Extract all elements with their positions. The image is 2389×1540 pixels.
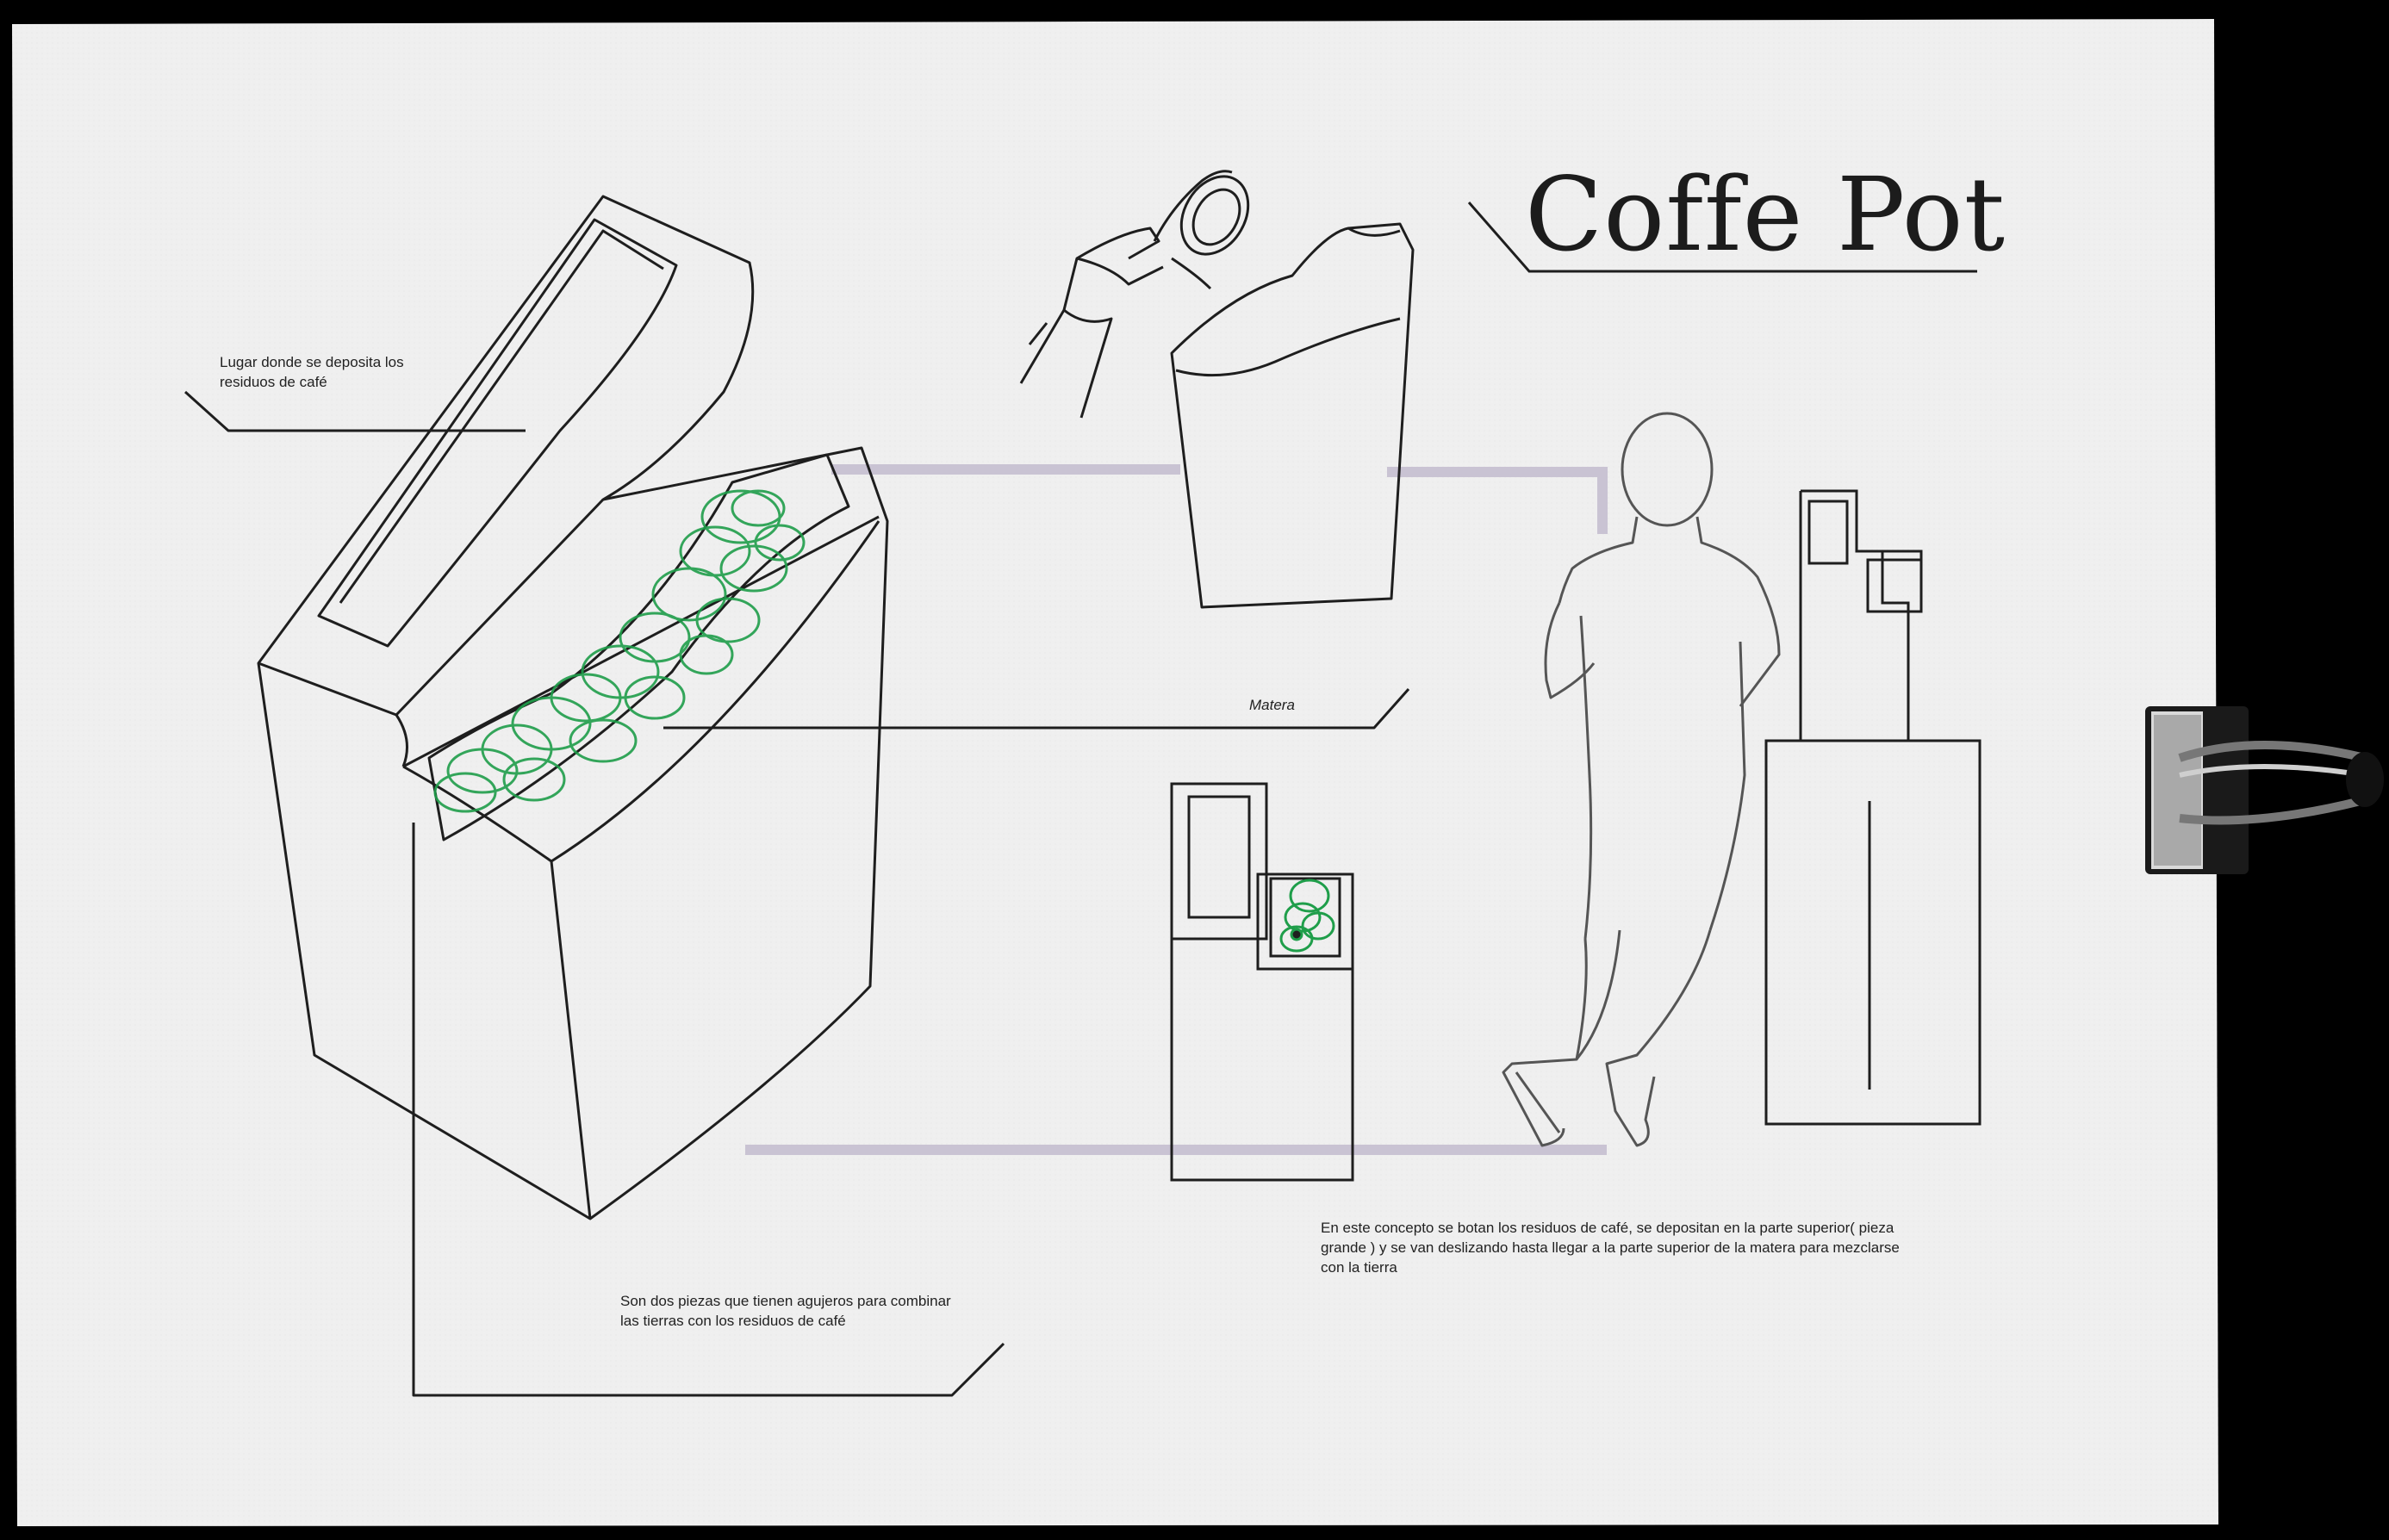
small-plant-scribble — [1279, 879, 1335, 953]
matera-label: Matera — [1249, 697, 1295, 713]
paper-sheet — [12, 19, 2218, 1526]
concept-description: En este concepto se botan los residuos d… — [1321, 1220, 1900, 1276]
front-elevation-sketch — [1170, 782, 1354, 1182]
two-pieces-note: Son dos piezas que tienen agujeros para … — [620, 1293, 951, 1329]
top-piece-sketch — [1170, 222, 1415, 609]
residue-place-label: Lugar donde se deposita los residuos de … — [220, 354, 404, 390]
hand-with-filter-sketch — [1019, 170, 1250, 419]
title-underline — [1467, 202, 1977, 273]
coffee-grounds-scribble — [433, 489, 806, 813]
binder-clip — [2145, 706, 2384, 874]
page-title: Coffe Pot — [1525, 155, 2006, 274]
large-coffee-pot-sketch — [184, 195, 1410, 1397]
side-elevation-sketch — [1764, 489, 1982, 1126]
human-scale-figure — [1502, 412, 1781, 1147]
connector-lines — [745, 464, 1608, 1155]
